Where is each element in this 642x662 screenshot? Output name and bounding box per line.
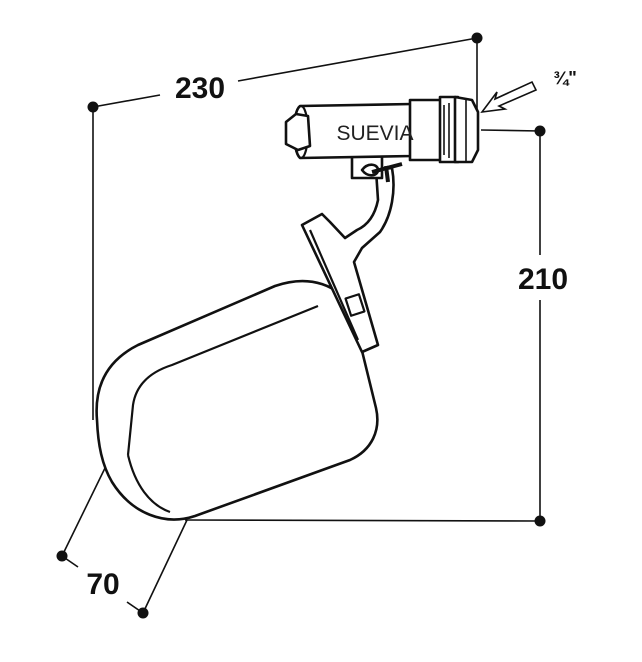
connection-size: ¾" (480, 68, 577, 114)
dimension-70: 70 (56, 465, 188, 619)
dimension-210: 210 (184, 125, 568, 527)
dimension-230-label: 230 (175, 72, 225, 105)
dimension-230: 230 (87, 32, 483, 420)
float-ball (95, 279, 379, 521)
dimension-70-label: 70 (86, 568, 119, 601)
dimension-210-label: 210 (518, 263, 568, 296)
connection-size-label: ¾" (553, 68, 577, 88)
brand-label: SUEVIA (336, 122, 413, 145)
valve-body: SUEVIA (284, 95, 480, 183)
